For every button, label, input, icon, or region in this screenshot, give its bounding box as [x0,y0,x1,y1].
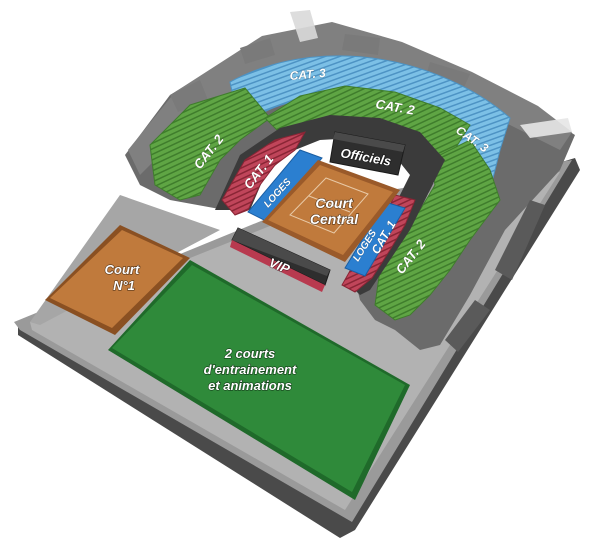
court-1[interactable] [45,225,190,335]
zone-officiels[interactable] [329,131,406,176]
zone-vip[interactable] [230,227,331,292]
zone-cat2[interactable] [149,85,501,321]
label-cat3-top: CAT. 3 [289,66,327,83]
label-court-central-1: Court [315,195,354,211]
label-training-1: 2 courts [224,346,276,361]
court-central[interactable] [262,160,400,262]
label-training-2: d'entrainement [204,362,297,377]
label-court-central-2: Central [310,211,359,227]
label-training-3: et animations [208,378,292,393]
training-courts[interactable] [108,260,410,500]
label-court-1-1: Court [105,262,140,277]
label-court-1-2: N°1 [113,278,135,293]
label-cat2-top: CAT. 2 [374,96,416,118]
